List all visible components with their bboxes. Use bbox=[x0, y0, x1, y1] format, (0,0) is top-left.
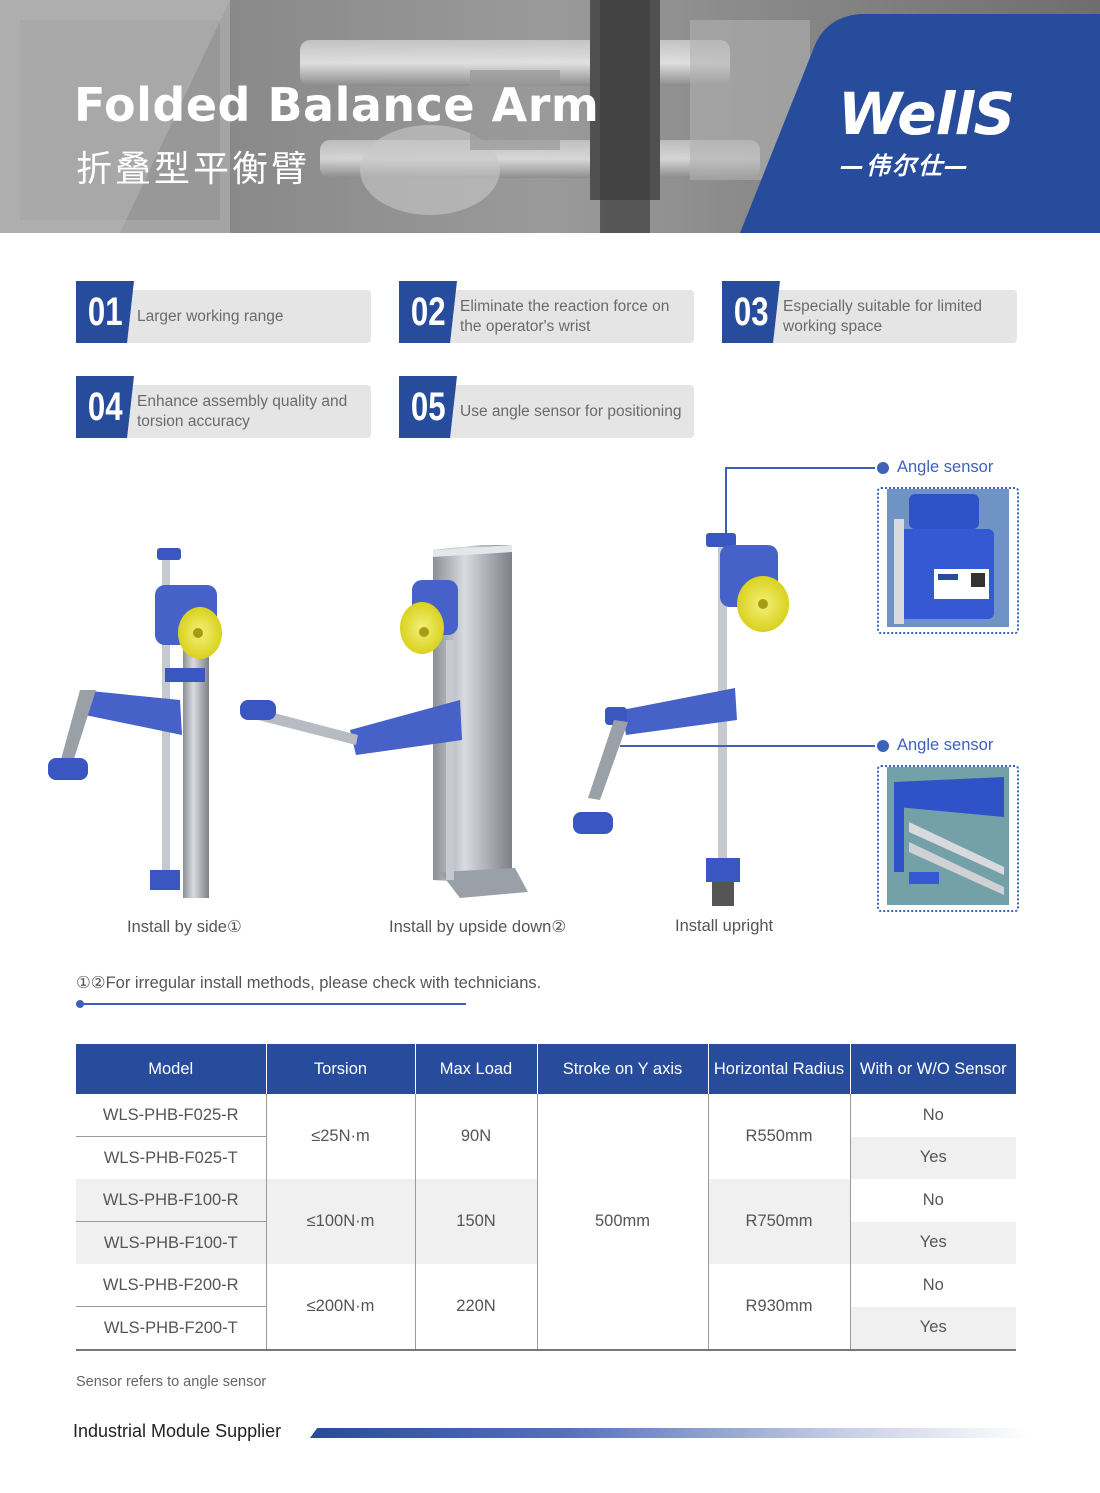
feature-number: 02 bbox=[399, 281, 457, 343]
table-row: WLS-PHB-F025-R ≤25N·m 90N 500mm R550mm N… bbox=[76, 1094, 1016, 1349]
radius-cell: R930mm bbox=[708, 1264, 851, 1349]
install-note: ①②For irregular install methods, please … bbox=[76, 974, 542, 992]
column-header: With or W/O Sensor bbox=[850, 1044, 1016, 1094]
table-row: WLS-PHB-F025-T Yes bbox=[76, 1136, 1016, 1179]
max-load-cell: 150N bbox=[415, 1179, 538, 1264]
arm-install-upright bbox=[573, 533, 789, 906]
model-cell: WLS-PHB-F200-T bbox=[76, 1306, 267, 1349]
torsion-cell: ≤100N·m bbox=[266, 1179, 416, 1264]
model-cell: WLS-PHB-F200-R bbox=[76, 1264, 267, 1307]
angle-sensor-photo bbox=[887, 489, 1009, 627]
table-row: WLS-PHB-F200-R ≤200N·m 220N R930mm No bbox=[76, 1264, 1016, 1349]
table-row: WLS-PHB-F200-T Yes bbox=[76, 1306, 1016, 1349]
sensor-cell: Yes bbox=[850, 1306, 1016, 1349]
model-cell: WLS-PHB-F025-T bbox=[76, 1136, 267, 1179]
install-caption-upright: Install upright bbox=[675, 917, 774, 935]
install-caption-side: Install by side① bbox=[127, 918, 242, 936]
column-header: Torsion bbox=[266, 1044, 416, 1094]
arm-install-side bbox=[48, 548, 222, 898]
column-header: Stroke on Y axis bbox=[537, 1044, 709, 1094]
angle-sensor-label: Angle sensor bbox=[897, 458, 994, 476]
sensor-cell: No bbox=[850, 1264, 1016, 1307]
angle-sensor-callouts bbox=[620, 460, 891, 754]
table-header-row: Model Torsion Max Load Stroke on Y axis … bbox=[76, 1044, 1016, 1094]
max-load-cell: 220N bbox=[415, 1264, 538, 1349]
product-illustrations bbox=[48, 460, 891, 906]
note-underline-dot bbox=[76, 1000, 84, 1008]
table-row: WLS-PHB-F100-T Yes bbox=[76, 1221, 1016, 1264]
page-title: Folded Balance Arm bbox=[74, 78, 600, 132]
feature-number: 01 bbox=[76, 281, 134, 343]
feature-text: Use angle sensor for positioning bbox=[460, 402, 682, 420]
footer-gradient-bar bbox=[310, 1428, 1030, 1438]
radius-cell: R750mm bbox=[708, 1179, 851, 1264]
angle-sensor-label: Angle sensor bbox=[897, 736, 994, 754]
angle-sensor-detail-bottom bbox=[877, 765, 1019, 912]
table-footnote: Sensor refers to angle sensor bbox=[76, 1374, 267, 1390]
max-load-cell: 90N bbox=[415, 1094, 538, 1179]
feature-number: 05 bbox=[399, 376, 457, 438]
brand-logo-chinese: —伟尔仕— bbox=[840, 152, 970, 180]
table-row: WLS-PHB-F100-R ≤100N·m 150N R750mm No bbox=[76, 1179, 1016, 1264]
sensor-cell: No bbox=[850, 1094, 1016, 1137]
install-caption-upside-down: Install by upside down② bbox=[389, 918, 567, 936]
footer-tagline: Industrial Module Supplier bbox=[73, 1421, 282, 1441]
feature-card: 04 Enhance assembly quality and torsion … bbox=[76, 376, 371, 438]
feature-card: 01 Larger working range bbox=[76, 281, 371, 343]
feature-number: 04 bbox=[76, 376, 134, 438]
page-title-chinese: 折叠型平衡臂 bbox=[76, 149, 311, 190]
feature-number: 03 bbox=[722, 281, 780, 343]
feature-text: Larger working range bbox=[137, 307, 284, 325]
feature-text: Especially suitable for limited working … bbox=[783, 297, 983, 335]
column-header: Model bbox=[76, 1044, 267, 1094]
angle-sensor-photo bbox=[887, 767, 1009, 905]
column-header: Max Load bbox=[415, 1044, 538, 1094]
note-underline bbox=[80, 1003, 466, 1005]
brand-panel bbox=[740, 14, 1100, 233]
sensor-cell: Yes bbox=[850, 1136, 1016, 1179]
model-cell: WLS-PHB-F100-R bbox=[76, 1179, 267, 1222]
torsion-cell: ≤200N·m bbox=[266, 1264, 416, 1349]
column-header: Horizontal Radius bbox=[708, 1044, 851, 1094]
feature-card: 03 Especially suitable for limited worki… bbox=[722, 281, 1017, 343]
feature-card: 02 Eliminate the reaction force on the o… bbox=[399, 281, 694, 343]
radius-cell: R550mm bbox=[708, 1094, 851, 1179]
stroke-cell: 500mm bbox=[537, 1094, 709, 1349]
arm-install-upside-down bbox=[240, 545, 528, 898]
torsion-cell: ≤25N·m bbox=[266, 1094, 416, 1179]
sensor-cell: Yes bbox=[850, 1221, 1016, 1264]
sensor-cell: No bbox=[850, 1179, 1016, 1222]
feature-text: Eliminate the reaction force on the oper… bbox=[460, 297, 670, 335]
spec-table: Model Torsion Max Load Stroke on Y axis … bbox=[76, 1044, 1016, 1349]
model-cell: WLS-PHB-F100-T bbox=[76, 1221, 267, 1264]
model-cell: WLS-PHB-F025-R bbox=[76, 1094, 267, 1137]
feature-text: Enhance assembly quality and torsion acc… bbox=[137, 392, 348, 430]
brand-logo: WellS bbox=[838, 80, 1015, 148]
angle-sensor-detail-top bbox=[877, 487, 1019, 634]
table-bottom-border bbox=[76, 1349, 1016, 1351]
header-banner: Folded Balance Arm 折叠型平衡臂 WellS —伟尔仕— bbox=[0, 0, 1100, 233]
feature-card: 05 Use angle sensor for positioning bbox=[399, 376, 694, 438]
